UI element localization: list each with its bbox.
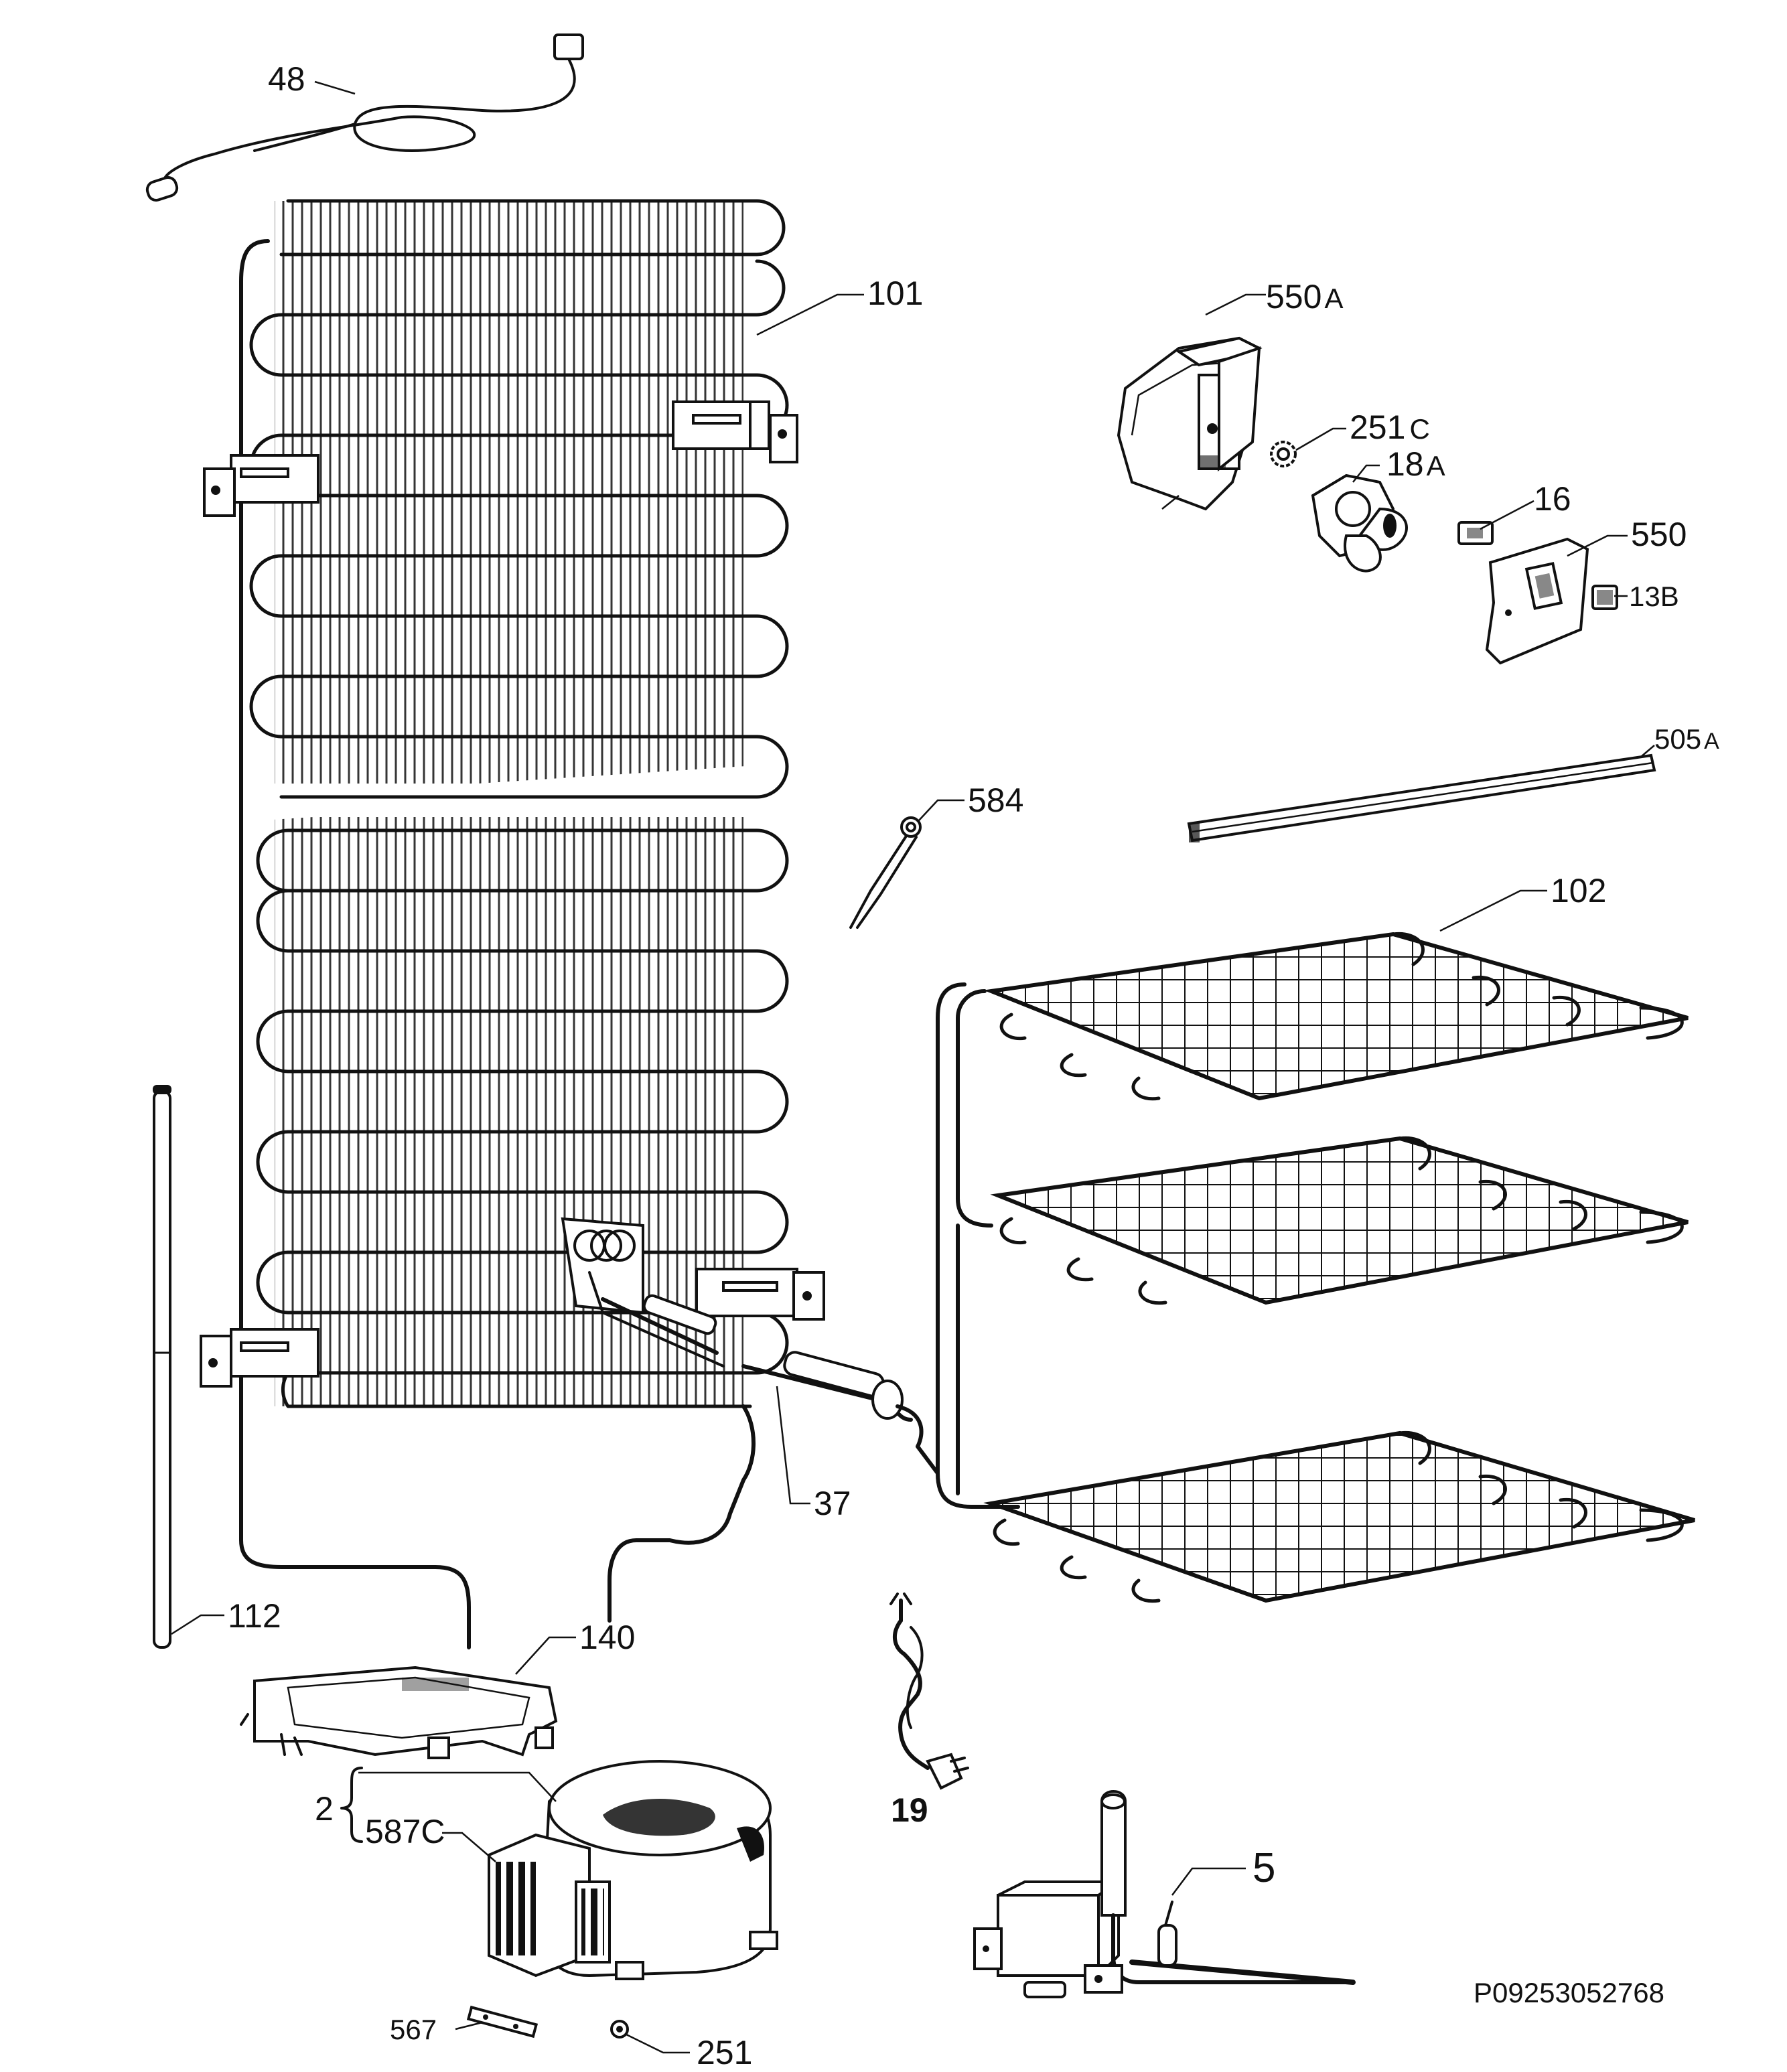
condenser-part bbox=[200, 199, 825, 1649]
condenser-bracket bbox=[203, 454, 319, 517]
evaporator-shelf bbox=[983, 1430, 1695, 1603]
cable-clip-part bbox=[849, 816, 922, 929]
evaporator-shelf bbox=[983, 932, 1689, 1101]
compressor-tray-part bbox=[240, 1666, 558, 1759]
group-brace bbox=[340, 1767, 363, 1843]
label-2: 2 bbox=[315, 1790, 334, 1828]
label-140: 140 bbox=[579, 1619, 635, 1656]
label-37: 37 bbox=[814, 1485, 851, 1522]
label-13B: 13B bbox=[1629, 581, 1679, 612]
fan-gear-part bbox=[1270, 441, 1297, 467]
diagram-code: P09253052768 bbox=[1474, 1977, 1664, 2008]
mounting-plate-part bbox=[466, 2005, 539, 2039]
label-102: 102 bbox=[1551, 872, 1606, 909]
leader-lines bbox=[171, 80, 1655, 2054]
sensor-cable-part bbox=[145, 33, 584, 202]
fan-motor-part bbox=[1311, 473, 1408, 573]
valve-assembly-part bbox=[973, 1790, 1356, 1998]
label-18A: 18A bbox=[1386, 445, 1445, 483]
seal-strip-part bbox=[1187, 753, 1656, 842]
label-587C: 587C bbox=[365, 1813, 445, 1850]
label-48: 48 bbox=[268, 60, 305, 98]
condenser-bracket bbox=[695, 1268, 825, 1321]
label-5: 5 bbox=[1253, 1845, 1275, 1891]
label-584: 584 bbox=[968, 782, 1023, 819]
compressor-nut-part bbox=[610, 2020, 629, 2039]
label-101: 101 bbox=[867, 275, 923, 312]
power-cable-part bbox=[889, 1593, 969, 1790]
fan-cover-part bbox=[1485, 537, 1589, 665]
evaporator-shelf bbox=[990, 1136, 1689, 1305]
drain-pipe-part bbox=[153, 1085, 171, 1649]
condenser-bracket bbox=[200, 1328, 319, 1388]
label-19: 19 bbox=[891, 1791, 928, 1829]
label-251: 251 bbox=[697, 2034, 752, 2071]
label-550A: 550A bbox=[1266, 278, 1343, 315]
starter-relay-part bbox=[488, 1833, 611, 1978]
lamp-holder-part bbox=[1591, 585, 1618, 610]
label-567: 567 bbox=[390, 2014, 437, 2045]
label-112: 112 bbox=[228, 1597, 281, 1635]
label-550: 550 bbox=[1631, 516, 1687, 553]
condenser-bracket bbox=[672, 400, 798, 463]
evaporator-part bbox=[936, 932, 1695, 1603]
capillary-coil bbox=[561, 1217, 725, 1367]
drier-tube-part bbox=[601, 1294, 940, 1475]
label-16: 16 bbox=[1534, 480, 1571, 518]
fan-housing-part bbox=[1117, 336, 1263, 511]
